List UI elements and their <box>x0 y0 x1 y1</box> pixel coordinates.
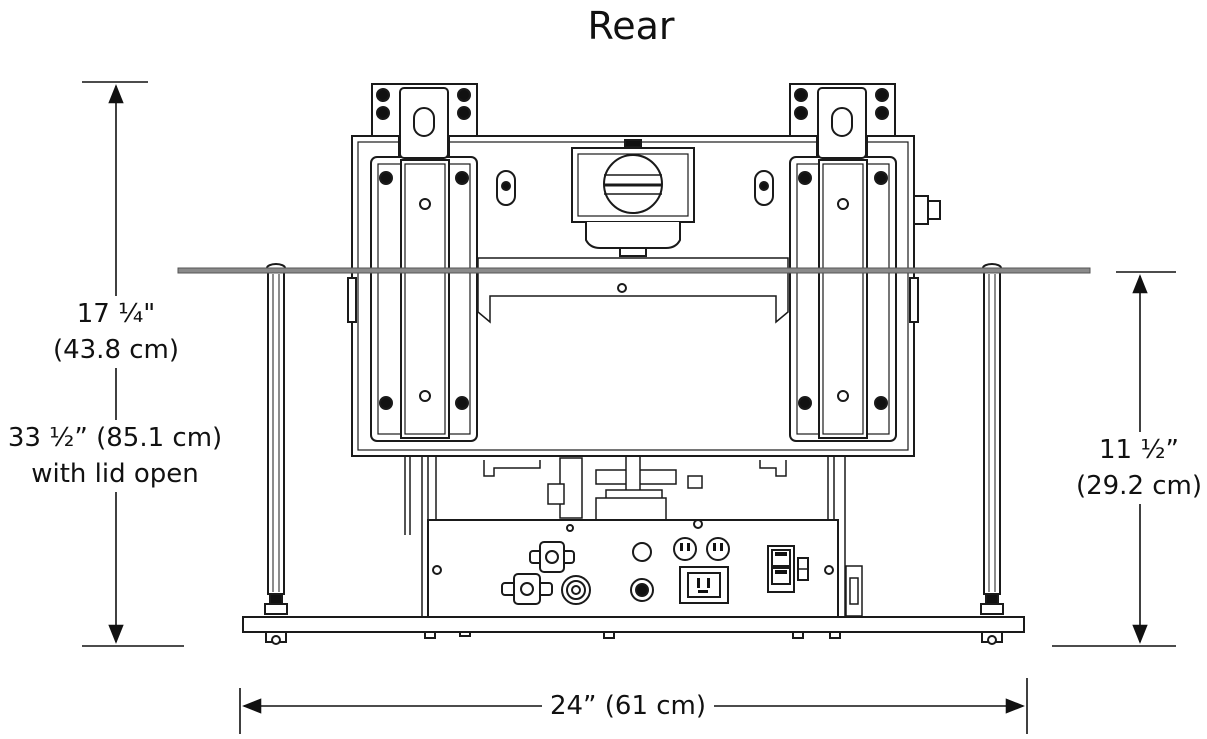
dimension-label-table-height-imperial: 11 ½” <box>1098 435 1180 465</box>
control-panel <box>427 519 839 618</box>
dimension-label-height-open-measure: 33 ½” (85.1 cm) <box>7 423 223 453</box>
dimension-label-height-open-note: with lid open <box>31 459 199 489</box>
right-leg <box>980 263 1004 645</box>
left-bracket <box>370 83 478 442</box>
dimension-label-width: 24” (61 cm) <box>542 688 714 724</box>
dimension-label-table-height-metric: (29.2 cm) <box>1075 471 1203 501</box>
dimension-label-table-height: 11 ½” (29.2 cm) <box>1072 432 1206 504</box>
dimension-label-height-closed-metric: (43.8 cm) <box>52 335 180 365</box>
dimension-label-height-closed: 17 ¼" (43.8 cm) <box>46 296 186 368</box>
dimension-label-height-closed-imperial: 17 ¼" <box>76 299 156 329</box>
view-title: Rear <box>587 4 675 48</box>
right-bracket <box>789 83 897 442</box>
dimension-label-height-open: 33 ½” (85.1 cm) with lid open <box>4 420 226 492</box>
base-plate <box>242 616 1025 633</box>
lower-frame <box>404 455 863 617</box>
table-surface <box>177 267 1091 274</box>
left-leg <box>264 263 288 645</box>
